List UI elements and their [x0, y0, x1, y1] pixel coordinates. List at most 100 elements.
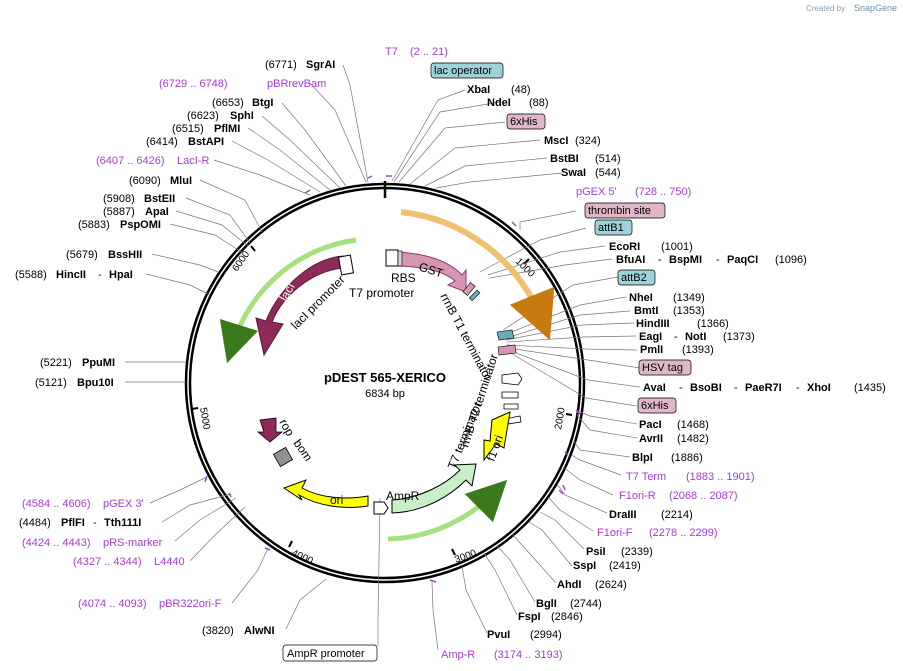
site-eagi-pos: (1373) [723, 331, 755, 343]
snapgene-credit: Created by [806, 4, 845, 13]
site-psii: PsiI [586, 546, 606, 558]
site-msci-pos: (324) [575, 135, 601, 147]
svg-text:thrombin site: thrombin site [588, 205, 651, 217]
site-mlui: MluI [170, 175, 192, 187]
primer-laci-r-range: (6407 .. 6426) [96, 155, 165, 167]
tag-ampr-promoter: AmpR promoter [282, 644, 378, 662]
site-hindiii-pos: (1366) [697, 318, 729, 330]
site-mlui-pos: (6090) [129, 175, 161, 187]
svg-text:attB1: attB1 [598, 222, 624, 234]
site-sphi-pos: (6623) [187, 110, 219, 122]
primer-f1ori-r: F1ori-R [619, 490, 656, 502]
svg-text:AmpR promoter: AmpR promoter [287, 648, 365, 660]
site-pflmi-pos: (6515) [172, 123, 204, 135]
sep-8: - [93, 517, 97, 529]
site-bmti-pos: (1353) [673, 305, 705, 317]
site-pspomi: PspOMI [120, 219, 161, 231]
site-avrii-pos: (1482) [677, 433, 709, 445]
laci-outer-arc [219, 237, 357, 364]
sep-5: - [734, 382, 738, 394]
rop-label: rop [276, 417, 297, 439]
site-sspi: SspI [573, 560, 596, 572]
site-bpu10i: Bpu10I [77, 377, 114, 389]
site-blpi-pos: (1886) [671, 452, 703, 464]
primer-prs-marker: pRS-marker [103, 537, 163, 549]
primer-laci-r: LacI-R [177, 155, 209, 167]
ampr-promoter-block [373, 501, 389, 515]
tag-6xhis-1: 6xHis [506, 113, 546, 130]
plasmid-name: pDEST 565-XERICO [324, 370, 446, 385]
site-bmti: BmtI [634, 305, 658, 317]
site-ahdi: AhdI [557, 579, 581, 591]
site-paci-pos: (1468) [677, 419, 709, 431]
site-tth111i: Tth111I [104, 517, 141, 529]
site-apai: ApaI [145, 206, 169, 218]
primer-pgex3-range: (4584 .. 4606) [22, 498, 91, 510]
primer-pbr322ori-f: pBR322ori-F [159, 598, 222, 610]
rbs-block [397, 250, 403, 267]
tag-attb2: attB2 [617, 269, 656, 286]
primer-f1ori-r-range: (2068 .. 2087) [669, 490, 738, 502]
site-pmli-pos: (1393) [682, 344, 714, 356]
site-btgi: BtgI [252, 97, 273, 109]
svg-text:6xHis: 6xHis [641, 400, 669, 412]
primer-l4440: L4440 [154, 556, 185, 568]
site-apai-pos: (5887) [103, 206, 135, 218]
site-noti: NotI [685, 331, 706, 343]
svg-text:3000: 3000 [453, 548, 478, 566]
site-bpu10i-pos: (5121) [35, 377, 67, 389]
attb1-block [468, 289, 481, 302]
svg-text:attB2: attB2 [621, 272, 647, 284]
site-draiii: DraIII [609, 509, 637, 521]
svg-text:2000: 2000 [553, 406, 568, 430]
rrnb-t1-terminator-feature [496, 329, 515, 341]
site-bstapi: BstAPI [188, 136, 224, 148]
lac-operator-tag: lac operator [430, 62, 504, 79]
site-alwni: AlwNI [244, 625, 275, 637]
site-sspi-pos: (2419) [609, 560, 641, 572]
site-ahdi-pos: (2624) [595, 579, 627, 591]
site-bsshii-pos: (5679) [66, 249, 98, 261]
scale-tick-2000: 2000 [553, 406, 573, 431]
site-ppumi: PpuMI [82, 357, 115, 369]
site-bsshii: BssHII [108, 249, 142, 261]
site-swai: SwaI [561, 167, 586, 179]
ampr-feature [391, 463, 477, 514]
scale-tick-4000: 4000 [288, 540, 315, 567]
leader-lines-right [391, 89, 641, 651]
site-bsteii: BstEII [144, 193, 175, 205]
primer-pgex5-range: (728 .. 750) [635, 186, 691, 198]
svg-text:HSV tag: HSV tag [642, 362, 683, 374]
primer-ticks [204, 175, 581, 583]
site-hincii-pos: (5588) [15, 269, 47, 281]
sep-2: - [716, 254, 720, 266]
site-bgli-pos: (2744) [570, 598, 602, 610]
scale-tick-5000: 5000 [191, 407, 212, 431]
ori-label: ori [330, 493, 343, 507]
bom-label: bom [291, 437, 316, 464]
sep-1: - [658, 254, 662, 266]
ori-feature [282, 479, 369, 508]
t7-terminator-feature [501, 391, 519, 399]
f1-ori-feature [483, 411, 511, 462]
site-sphi: SphI [230, 110, 254, 122]
small-feature-1 [503, 403, 519, 410]
primer-f1ori-f: F1ori-F [597, 527, 633, 539]
site-btgi-pos: (6653) [212, 97, 244, 109]
thrombin-site-block [462, 282, 476, 296]
site-paci: PacI [639, 419, 662, 431]
site-pmli: PmlI [640, 344, 663, 356]
site-avai: AvaI [643, 382, 666, 394]
site-fspi: FspI [518, 611, 541, 623]
site-pflmi: PflMI [214, 123, 240, 135]
primer-amp-r-range: (3174 .. 3193) [494, 649, 563, 661]
snapgene-logo-text: SnapGene [854, 3, 897, 13]
site-ndei-pos: (88) [529, 97, 549, 109]
t7-promoter-label: T7 promoter [349, 286, 414, 300]
site-draiii-pos: (2214) [661, 509, 693, 521]
ampr-outer-arc [387, 479, 508, 542]
rop-feature [256, 417, 284, 443]
scale-tick-3000: 3000 [451, 548, 478, 566]
bom-feature [272, 446, 294, 468]
